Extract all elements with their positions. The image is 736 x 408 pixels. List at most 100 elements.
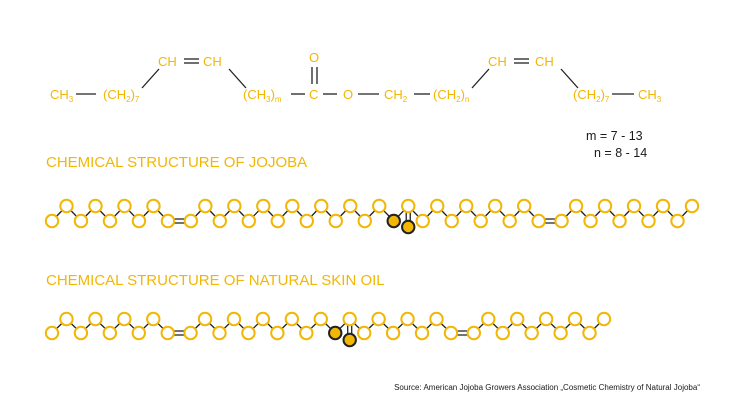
carbon-atom [131,325,146,341]
bond-line [471,68,490,89]
carbon-atom [227,198,242,214]
carbon-atom [226,311,242,327]
ch2-7-right-label: (CH2)7 [573,87,610,104]
carbon-atom [670,213,685,229]
carbon-atom [88,198,103,214]
carbon-atom [495,325,510,341]
carbonyl-oxygen-atom [342,332,357,348]
source-note: Source: American Jojoba Growers Associat… [394,383,700,392]
carbonyl-oxygen-label: O [309,50,319,65]
carbon-atom [73,325,89,341]
carbon-atom [328,213,343,229]
ch-label: CH [203,54,222,69]
jojoba-heading: CHEMICAL STRUCTURE OF JOJOBA [46,154,307,171]
carbon-atom [270,325,285,341]
carbon-atom [459,198,474,214]
skin-oil-heading: CHEMICAL STRUCTURE OF NATURAL SKIN OIL [46,272,385,289]
carbon-atom [255,311,271,327]
carbon-atom [131,213,147,229]
carbon-atom [299,325,314,341]
m-range-label: m = 7 - 13 [586,129,643,143]
carbon-atom [510,311,525,327]
carbon-atom [117,198,132,214]
carbon-atom [44,325,60,341]
ester-oxygen-atom [386,213,401,229]
carbonyl-oxygen-atom [401,219,416,235]
carbon-atom [284,311,300,327]
carbon-atom [524,325,539,341]
carbon-atom [73,213,89,229]
bond-line [560,68,579,89]
carbon-atom [597,198,613,214]
carbonyl-carbon-label: C [309,87,318,102]
carbon-atom [241,325,256,341]
carbon-atom [444,213,459,229]
carbon-atom [443,325,459,341]
carbon-atom [160,213,176,229]
carbon-atom [88,311,103,327]
carbon-atom [357,213,372,229]
carbon-atom [553,325,568,341]
ester-oxygen-label: O [343,87,353,102]
carbon-atom [160,325,175,341]
carbon-atom [372,198,387,214]
carbon-atom [487,198,503,214]
carbon-atom [241,213,257,229]
ch2-label: CH2 [384,87,408,104]
carbon-atom [212,325,227,341]
carbon-atom [466,325,482,341]
carbon-atom [356,325,372,341]
carbon-atom [516,198,532,214]
carbon-atom [385,325,401,341]
bond-line [228,68,247,89]
carbon-atom [414,325,430,341]
carbon-atom [313,311,328,327]
carbon-atom [117,311,132,327]
carbon-atom [502,213,517,229]
carbon-atom [596,311,612,327]
carbon-atom [371,311,386,327]
carbon-atom [684,198,700,214]
carbon-atom [554,213,569,229]
carbon-atom [59,198,74,214]
carbon-atom [146,198,161,214]
carbon-atom [481,311,496,327]
carbon-atom [285,198,300,214]
carbon-atom [212,213,228,229]
carbon-atom [641,213,656,229]
carbon-atom [582,325,597,341]
ester-oxygen-atom [328,325,343,341]
carbon-atom [429,311,444,327]
bond-line [141,68,160,89]
carbon-atom [146,311,161,327]
carbon-atom [343,198,358,214]
carbon-atom [401,198,416,214]
ch-label: CH [535,54,554,69]
carbon-atom [400,311,415,327]
carbon-atom [299,213,314,229]
carbon-atom [473,213,488,229]
carbon-atom [314,198,329,214]
ch3-right-label: CH3 [638,87,662,104]
carbon-atom [102,213,118,229]
carbon-atom [612,213,627,229]
carbon-atom [538,311,554,327]
ch2-7-left-label: (CH2)7 [103,87,140,104]
carbon-atom [59,311,74,327]
ch3-left-label: CH3 [50,87,74,104]
ch-label: CH [488,54,507,69]
carbon-atom [531,213,546,229]
ch2-n-label: (CH2)n [433,87,469,104]
carbon-atom [183,213,199,229]
n-range-label: n = 8 - 14 [594,146,647,160]
carbon-atom [567,311,583,327]
carbon-atom [44,213,60,229]
carbon-atom [198,198,213,214]
carbon-atom [655,198,671,214]
structural-formula: CH3 (CH2)7 CH CH (CH3)m C O O CH2 (CH2)n… [50,50,662,104]
ch3-m-label: (CH3)m [243,87,282,104]
carbon-atom [415,213,430,229]
carbon-atom [583,213,598,229]
carbon-atom [342,311,357,327]
